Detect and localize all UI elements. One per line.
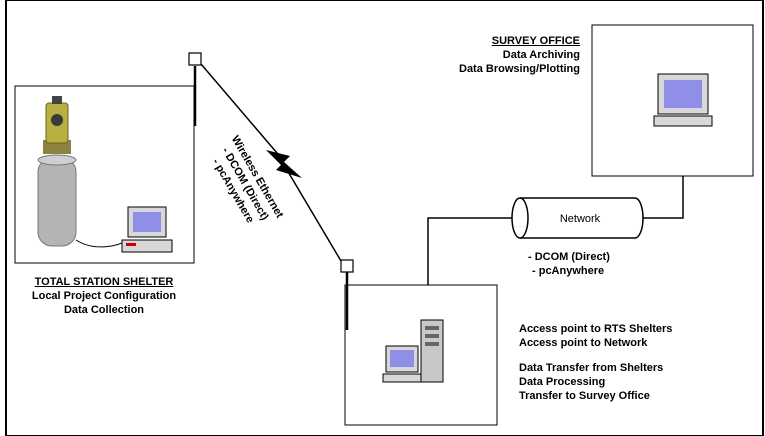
office-line-1: Data Archiving	[502, 49, 580, 61]
server-line-3: Data Transfer from Shelters	[519, 362, 664, 374]
server-line-1: Access point to RTS Shelters	[519, 323, 673, 335]
wireless-link-lower	[286, 169, 342, 262]
network-protocols: - DCOM (Direct) - pcAnywhere	[528, 250, 610, 278]
server-line-4: Data Processing	[519, 376, 606, 388]
network-label: Network	[559, 213, 601, 225]
shelter-antenna-icon	[188, 52, 202, 66]
shelter-title: TOTAL STATION SHELTER	[34, 276, 174, 288]
office-network-link	[635, 176, 684, 219]
server-computer-icon	[382, 319, 444, 383]
shelter-line-2: Data Collection	[63, 304, 145, 316]
total-station-icon	[37, 96, 77, 247]
office-title: SURVEY OFFICE	[491, 35, 580, 47]
office-caption: SURVEY OFFICE Data Archiving Data Browsi…	[434, 34, 580, 76]
lightning-bolt-icon	[266, 150, 302, 178]
shelter-caption: TOTAL STATION SHELTER Local Project Conf…	[14, 275, 194, 317]
network-cylinder-icon	[511, 197, 644, 239]
network-line-1: - DCOM (Direct)	[528, 251, 610, 263]
server-line-5: Transfer to Survey Office	[519, 390, 650, 402]
office-computer-icon	[653, 73, 713, 127]
network-line-2: - pcAnywhere	[532, 265, 605, 277]
outer-frame	[5, 0, 764, 436]
office-line-2: Data Browsing/Plotting	[459, 63, 580, 75]
server-network-link	[427, 217, 515, 285]
server-line-2: Access point to Network	[519, 337, 648, 349]
server-antenna-icon	[340, 259, 354, 273]
shelter-line-1: Local Project Configuration	[31, 290, 177, 302]
shelter-computer-icon	[121, 206, 173, 253]
server-description: Access point to RTS Shelters Access poin…	[519, 322, 672, 403]
wireless-link-upper	[200, 63, 284, 161]
